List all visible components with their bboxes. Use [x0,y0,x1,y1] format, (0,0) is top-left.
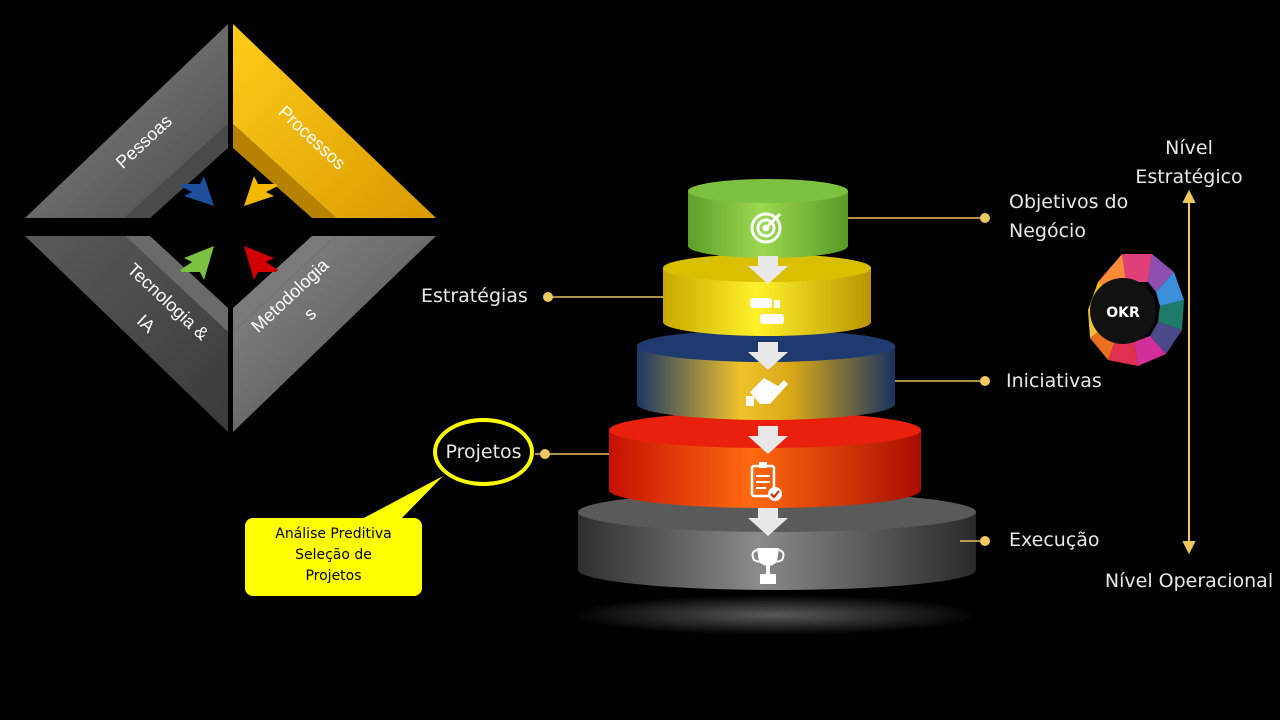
nivel-estrategico-line2: Estratégico [1135,166,1243,188]
processos-panel [233,24,436,218]
red-arrow-icon [244,246,278,280]
metodologias-panel [233,236,436,432]
pyramid-floor-glow [570,595,980,635]
label-estrategias: Estratégias [421,285,528,307]
down-arrow-icon [748,508,788,536]
handshake-icon [750,298,784,324]
nivel-operacional: Nível Operacional [1104,570,1274,592]
label-execucao: Execução [1009,529,1100,551]
connectors [535,217,985,542]
down-arrow-icon [748,342,788,370]
framework-diamond: Pessoas Processos Tecnologia & IA Metodo… [25,24,436,432]
pyramid [570,179,980,635]
okr-wheel: OKR [1088,254,1184,366]
processos-panel-inner [233,124,336,218]
down-arrow-icon [748,256,788,284]
callout-line-3: Projetos [305,568,362,584]
deal-icon [746,378,788,406]
callout-line-2: Seleção de [295,547,372,563]
okr-center-label: OKR [1106,305,1140,321]
pessoas-panel-inner [125,124,228,218]
clipboard-check-icon [750,462,782,501]
label-iniciativas: Iniciativas [1006,370,1102,392]
callout-line-1: Análise Preditiva [275,526,392,542]
tecnologia-panel-inner [125,236,228,332]
tecnologia-panel [25,236,228,432]
green-arrow-icon [180,246,214,280]
pessoas-panel [25,24,228,218]
okr-segment [1122,254,1152,282]
yellow-arrow-icon [244,176,278,206]
blue-arrow-icon [180,176,214,206]
label-projetos: Projetos [445,441,522,463]
down-arrow-icon [748,426,788,454]
target-icon [750,212,782,244]
callout-box: Análise Preditiva Seleção de Projetos [245,518,422,596]
connector-dots [540,213,990,546]
metodologias-panel-inner [233,236,336,332]
trophy-icon [751,548,785,584]
projetos-highlight-oval [433,418,534,486]
nivel-estrategico-line1: Nível [1165,137,1213,159]
label-objetivos-line1: Objetivos do [1009,191,1129,213]
level-axis-arrow [1182,189,1196,555]
label-objetivos-line2: Negócio [1009,220,1086,242]
